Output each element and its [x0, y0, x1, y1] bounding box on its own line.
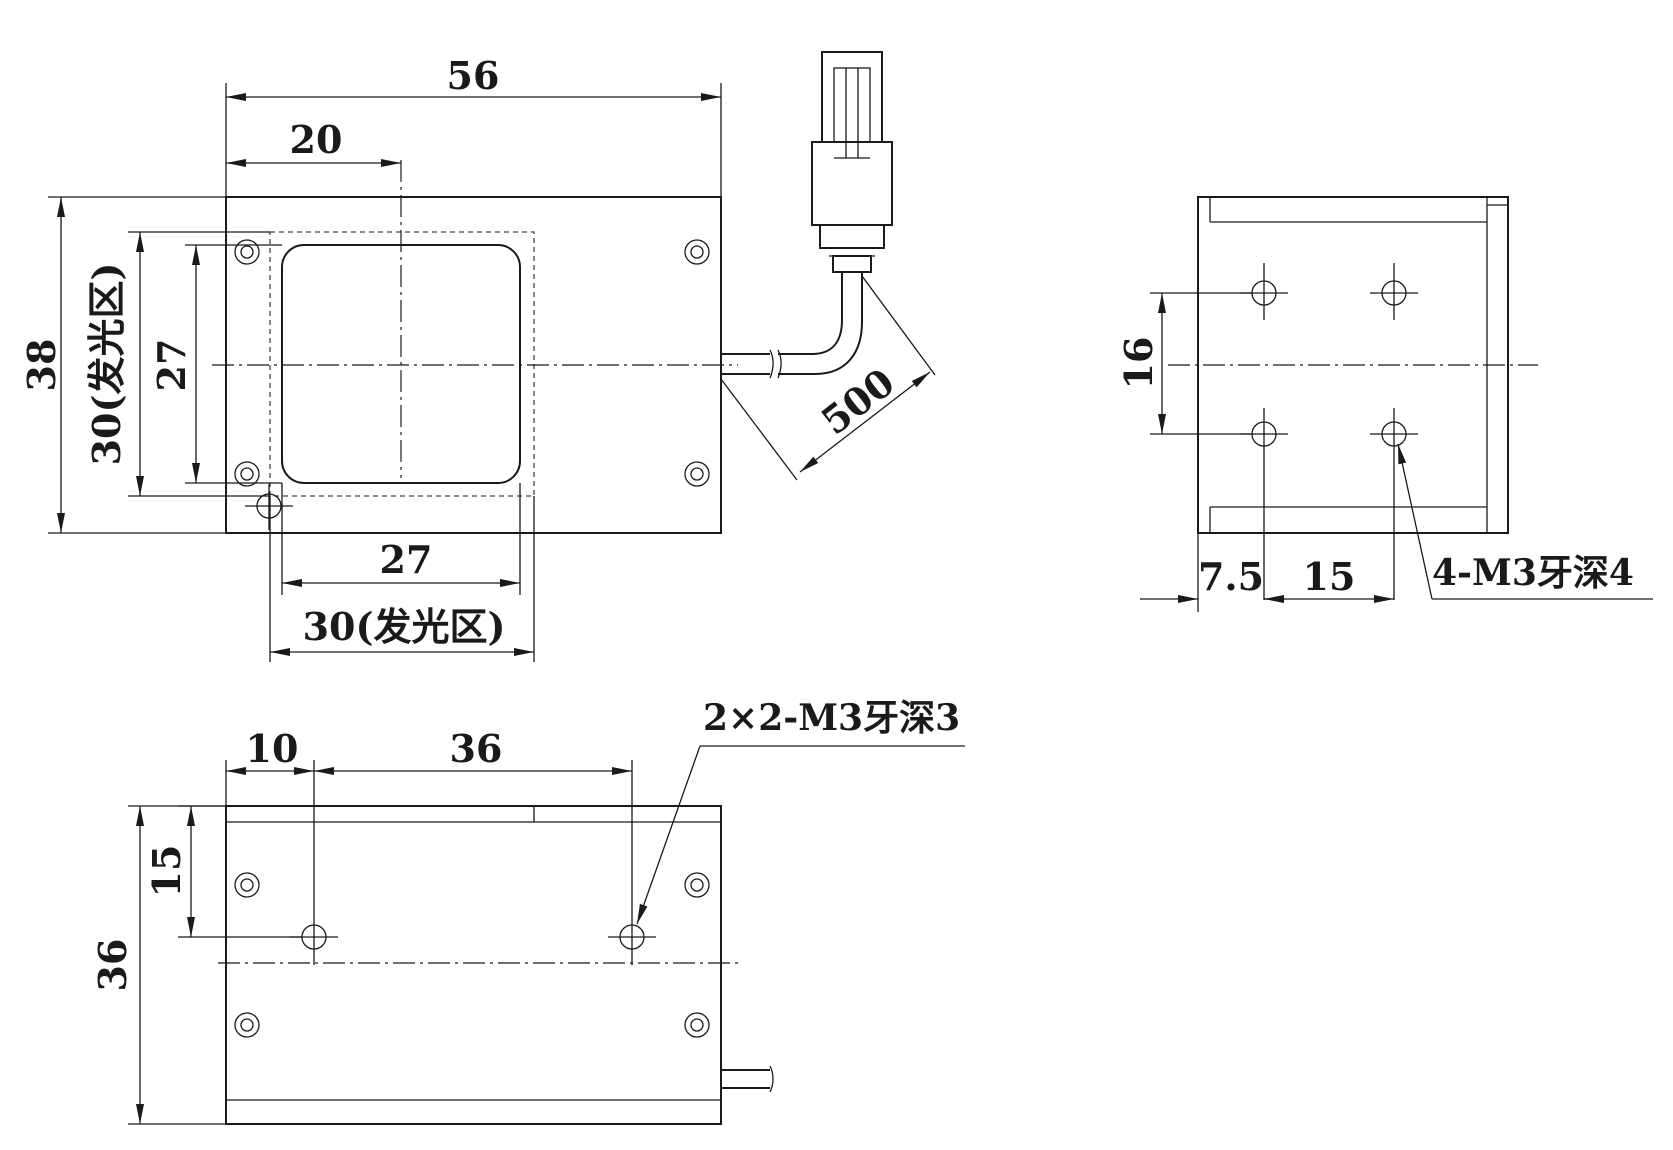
threaded-hole-icon [608, 760, 656, 965]
screw-icon [684, 239, 710, 265]
callout-bottom-thread: 2×2-M3牙深3 [703, 697, 960, 739]
screw-icon [234, 872, 260, 898]
dim-bottom-inner-width: 27 [380, 537, 433, 582]
front-view: 56 20 38 30(发光区) 27 27 30(发光区) 500 [19, 51, 936, 662]
dim-left-height-emit: 30(发光区) [84, 263, 129, 466]
screw-icon [234, 461, 260, 487]
threaded-hole-icon [1240, 263, 1288, 320]
callout-side-thread: 4-M3牙深4 [1432, 552, 1634, 594]
dim-side-hole-spacing-h: 15 [1303, 554, 1356, 599]
screw-icon [234, 239, 260, 265]
screw-icon [234, 1012, 260, 1038]
dim-bottom-offset: 10 [246, 726, 299, 771]
connector-icon [811, 51, 893, 273]
threaded-hole-icon [290, 760, 338, 965]
reference-hole-icon [245, 484, 293, 530]
bottom-housing [225, 805, 722, 1125]
dim-bottom-hole-spacing: 36 [450, 726, 503, 771]
emitting-area-outline [269, 231, 535, 497]
screw-icon [684, 1012, 710, 1038]
dim-top-offset: 20 [290, 117, 343, 162]
screw-icon [684, 461, 710, 487]
dim-bottom-total-height: 36 [90, 939, 135, 992]
bottom-view: 10 36 15 36 2×2-M3牙深3 [90, 697, 965, 1125]
dim-bottom-hole-height: 15 [144, 845, 189, 898]
dim-top-width: 56 [447, 53, 500, 98]
dim-bottom-emit-width: 30(发光区) [303, 604, 506, 649]
dim-side-hole-spacing-v: 16 [1116, 337, 1161, 390]
dim-left-height-outer: 38 [19, 339, 64, 392]
threaded-hole-icon [1370, 263, 1418, 320]
side-view: 16 7.5 15 4-M3牙深4 [1116, 196, 1653, 612]
dim-cable-length: 500 [813, 359, 903, 443]
screw-icon [684, 872, 710, 898]
threaded-hole-icon [1370, 408, 1418, 600]
dim-left-height-inner: 27 [149, 339, 194, 392]
dim-side-offset: 7.5 [1198, 554, 1264, 599]
cable [721, 272, 863, 379]
